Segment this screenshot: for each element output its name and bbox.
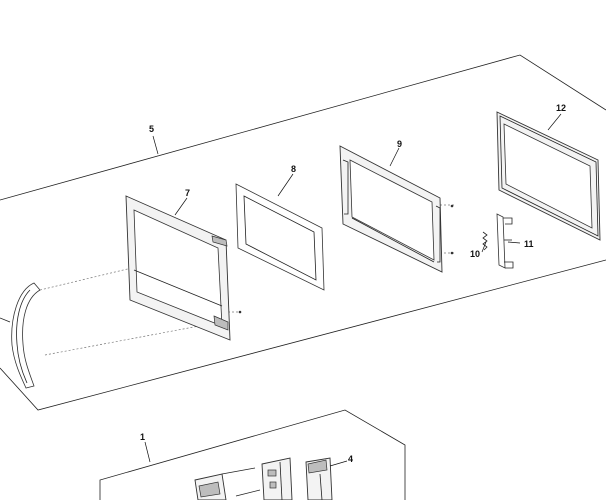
callout-labels: 1 4 5 7 8 9 10 11 12 — [140, 103, 566, 464]
leader-lines — [144, 113, 562, 467]
spring[interactable] — [482, 231, 488, 251]
callout-9: 9 — [397, 139, 402, 149]
callout-11: 11 — [524, 239, 534, 249]
inner-door-frame[interactable] — [339, 145, 454, 273]
group-outline-1 — [99, 409, 406, 500]
callout-12: 12 — [556, 103, 566, 113]
callout-1: 1 — [140, 432, 145, 442]
door-front-frame[interactable] — [125, 195, 242, 341]
door-seal[interactable] — [496, 111, 601, 241]
glass-panel[interactable] — [235, 183, 325, 291]
callout-8: 8 — [291, 164, 296, 174]
control-panel-part-4[interactable] — [305, 457, 333, 500]
pcb-board[interactable] — [261, 457, 293, 500]
callout-7: 7 — [185, 188, 190, 198]
door-handle[interactable] — [0, 282, 41, 389]
callout-10: 10 — [470, 249, 480, 259]
latch-hook[interactable] — [496, 213, 514, 269]
control-panel-assembly[interactable] — [194, 467, 261, 500]
group-outline-5 — [0, 54, 606, 411]
callout-5: 5 — [149, 124, 154, 134]
callout-4: 4 — [348, 454, 353, 464]
